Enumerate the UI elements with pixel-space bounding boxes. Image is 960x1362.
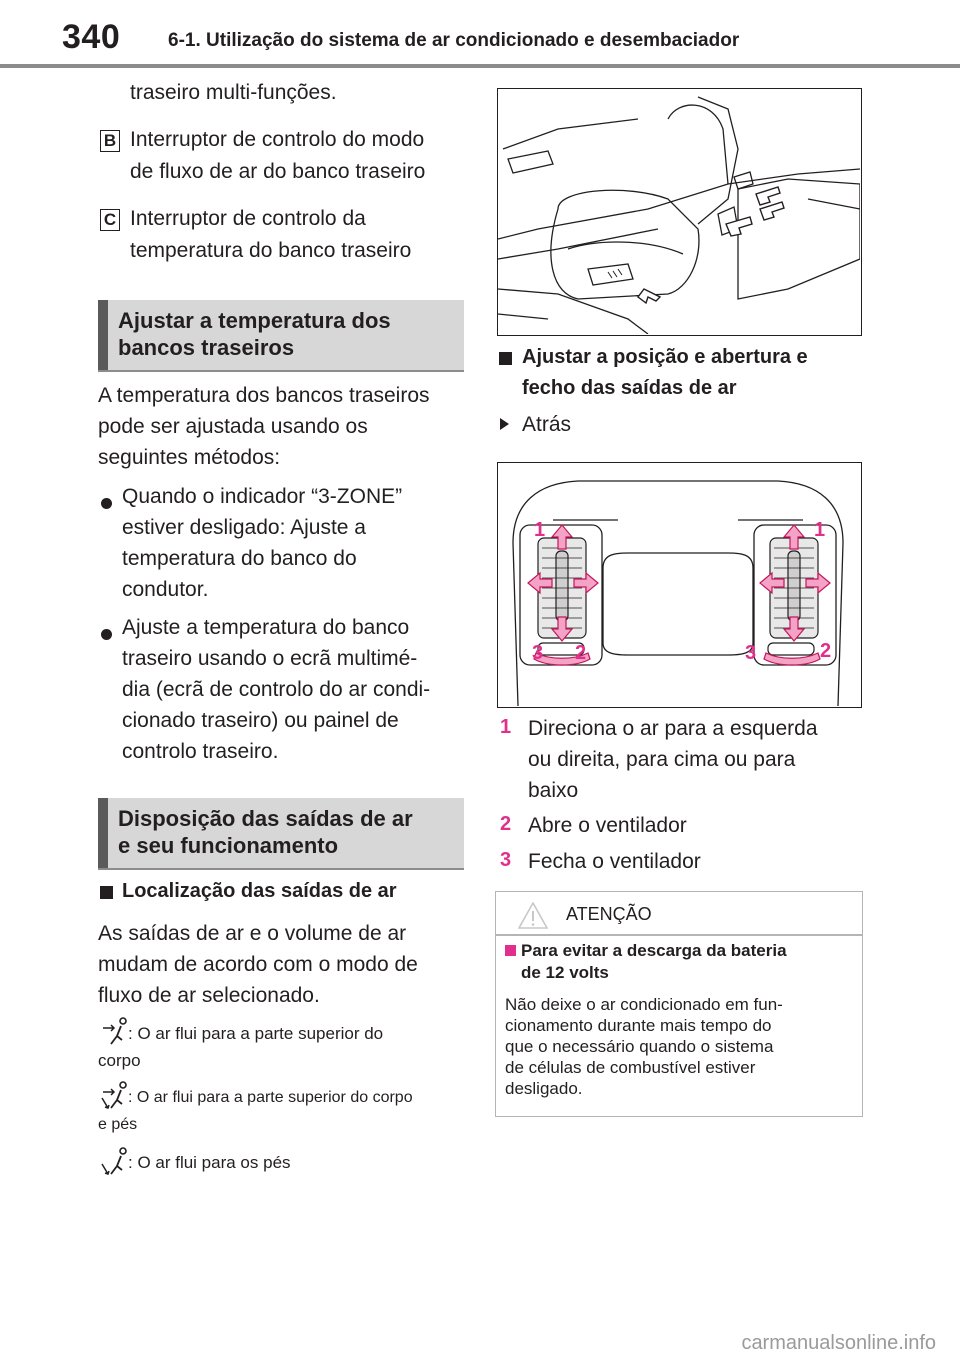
bullet-dot-icon — [101, 629, 112, 640]
section-heading-rule — [98, 370, 464, 372]
callout-1-right: 1 — [814, 519, 825, 541]
continuation-text: traseiro multi-funções. — [130, 81, 337, 104]
rear-console-illustration — [497, 88, 862, 336]
intro-paragraph: A temperatura dos bancos traseiros pode … — [98, 380, 430, 473]
section-heading-outlets: Disposição das saídas de ar e seu funcio… — [98, 798, 464, 870]
item-c-line1: Interruptor de controlo da — [130, 207, 366, 230]
callout-3-right: 3 — [745, 642, 756, 664]
mode-line: e pés — [98, 1116, 138, 1133]
step-2-text: Abre o ventilador — [528, 814, 687, 837]
section-heading-line1: Disposição das saídas de ar — [118, 806, 413, 831]
callout-2-right: 2 — [820, 640, 831, 662]
warning-line: desligado. — [505, 1079, 583, 1098]
page-number: 340 — [62, 18, 121, 56]
bullet-line: controlo traseiro. — [122, 740, 279, 763]
warning-subheading: Para evitar a descarga da bateria de 12 … — [521, 940, 787, 984]
outlets-line: fluxo de ar selecionado. — [98, 984, 320, 1007]
bullet-line: estiver desligado: Ajuste a — [122, 516, 366, 539]
subhead-line: Ajustar a posição e abertura e — [522, 346, 808, 368]
section-heading-rule — [98, 868, 464, 870]
intro-line: A temperatura dos bancos traseiros — [98, 384, 430, 407]
step-3-text: Fecha o ventilador — [528, 850, 701, 873]
face-airflow-icon — [103, 1017, 127, 1045]
warning-body: Não deixe o ar condicionado em fun- cion… — [505, 994, 783, 1099]
item-b-line2: de fluxo de ar do banco traseiro — [130, 160, 426, 183]
outlets-paragraph: As saídas de ar e o volume de ar mudam d… — [98, 918, 418, 1011]
bullet-3zone: Quando o indicador “3-ZONE” estiver desl… — [122, 481, 402, 605]
mode-line: : O ar flui para a parte superior do — [128, 1024, 384, 1043]
mode-feet: : O ar flui para os pés — [98, 1149, 291, 1176]
intro-line: pode ser ajustada usando os — [98, 415, 368, 438]
face-feet-airflow-icon — [101, 1081, 127, 1109]
mode-line: : O ar flui para a parte superior do cor… — [128, 1089, 413, 1106]
callout-1-left: 1 — [534, 519, 545, 541]
rear-vents-illustration: 1 1 3 2 3 2 — [497, 462, 862, 708]
step-line: Direciona o ar para a esquerda — [528, 717, 818, 740]
chapter-title: 6-1. Utilização do sistema de ar condici… — [168, 30, 740, 51]
bullet-multimedia: Ajuste a temperatura do banco traseiro u… — [122, 612, 430, 767]
step-line: baixo — [528, 779, 579, 802]
label-c: C — [100, 209, 120, 231]
item-b-line1: Interruptor de controlo do modo — [130, 128, 425, 151]
step-number-3: 3 — [500, 849, 512, 871]
bullet-line: Ajuste a temperatura do banco — [122, 616, 410, 639]
square-bullet-icon — [499, 352, 512, 365]
bullet-line: cionado traseiro) ou painel de — [122, 709, 399, 732]
rear-label: Atrás — [522, 413, 572, 436]
subhead-outlet-location: Localização das saídas de ar — [122, 880, 397, 902]
watermark: carmanualsonline.info — [741, 1332, 936, 1354]
subhead-line: fecho das saídas de ar — [522, 377, 737, 399]
bullet-line: Quando o indicador “3-ZONE” — [122, 485, 403, 508]
bullet-line: temperatura do banco do — [122, 547, 357, 570]
subhead-adjust-position: Ajustar a posição e abertura e fecho das… — [522, 342, 808, 404]
mode-face: : O ar flui para a parte superior do cor… — [98, 1020, 383, 1074]
intro-line: seguintes métodos: — [98, 446, 281, 469]
rear-vents-drawing: 1 1 3 2 3 2 — [512, 480, 844, 707]
warning-line: Não deixe o ar condicionado em fun- — [505, 995, 783, 1014]
mode-face-feet: : O ar flui para a parte superior do cor… — [98, 1084, 413, 1138]
outlets-line: mudam de acordo com o modo de — [98, 953, 418, 976]
section-heading-line2: bancos traseiros — [118, 335, 295, 360]
label-b: B — [100, 130, 120, 152]
bullet-line: dia (ecrã de controlo do ar condi- — [122, 678, 431, 701]
step-number-1: 1 — [500, 716, 512, 738]
warning-box: ATENÇÃO Para evitar a descarga da bateri… — [495, 891, 863, 1117]
warning-sub-line: de 12 volts — [521, 963, 609, 982]
step-1-text: Direciona o ar para a esquerda ou direit… — [528, 713, 818, 806]
bullet-line: condutor. — [122, 578, 209, 601]
warning-divider — [496, 934, 862, 936]
bullet-line: traseiro usando o ecrã multimé- — [122, 647, 418, 670]
callout-3-left: 3 — [532, 642, 543, 664]
warning-triangle-icon — [518, 902, 548, 929]
outlets-line: As saídas de ar e o volume de ar — [98, 922, 407, 945]
callout-2-left: 2 — [575, 642, 586, 664]
section-heading-line2: e seu funcionamento — [118, 833, 339, 858]
triangle-bullet-icon — [500, 418, 509, 430]
bullet-dot-icon — [101, 498, 112, 509]
warning-sub-line: Para evitar a descarga da bateria — [521, 941, 787, 960]
mode-line: corpo — [98, 1051, 141, 1070]
header-rule — [0, 64, 960, 68]
warning-title: ATENÇÃO — [566, 904, 652, 924]
warning-line: cionamento durante mais tempo do — [505, 1016, 772, 1035]
rear-console-drawing — [498, 96, 861, 335]
warning-line: que o necessário quando o sistema — [505, 1037, 774, 1056]
step-number-2: 2 — [500, 813, 512, 835]
section-heading-temperature: Ajustar a temperatura dos bancos traseir… — [98, 300, 464, 372]
step-line: ou direita, para cima ou para — [528, 748, 796, 771]
warning-line: de células de combustível estiver — [505, 1058, 756, 1077]
square-bullet-icon — [505, 945, 516, 956]
section-heading-line1: Ajustar a temperatura dos — [118, 308, 391, 333]
mode-line: : O ar flui para os pés — [128, 1153, 291, 1172]
feet-airflow-icon — [101, 1147, 127, 1175]
square-bullet-icon — [100, 886, 113, 899]
item-c-line2: temperatura do banco traseiro — [130, 239, 412, 262]
